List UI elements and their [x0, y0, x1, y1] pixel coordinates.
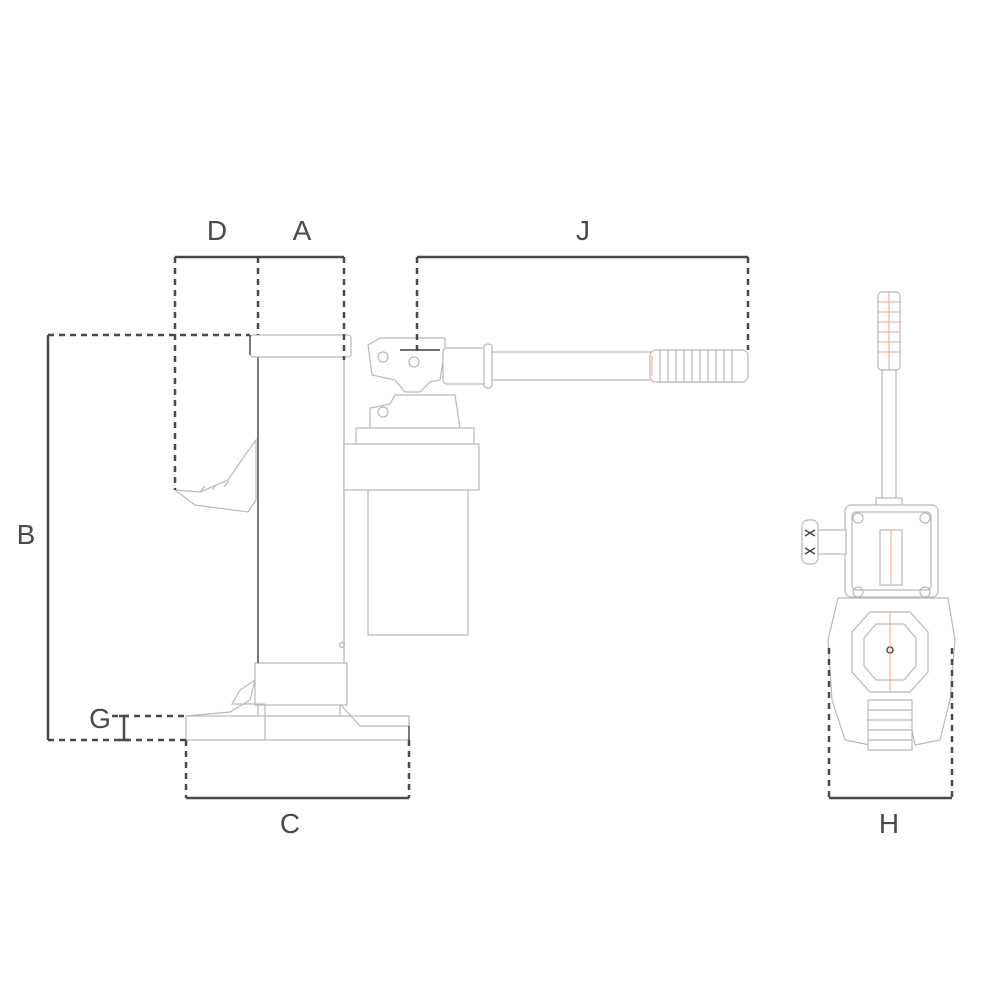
label-G: G	[89, 703, 111, 734]
handle-grip	[649, 349, 749, 383]
grip-ribs	[659, 350, 733, 382]
release-knob	[801, 519, 819, 565]
top-cap	[249, 334, 352, 358]
dimension-B: B	[17, 333, 251, 742]
label-J: J	[576, 215, 590, 246]
base-plate	[185, 715, 410, 741]
label-D: D	[207, 215, 227, 246]
label-B: B	[17, 519, 36, 550]
pump-top	[355, 427, 475, 445]
pump-collar	[343, 443, 480, 491]
front-bolt-bl	[852, 586, 864, 598]
handle-mount	[367, 337, 446, 393]
dimension-A: A	[258, 215, 346, 360]
pump-bolt-lower	[377, 406, 389, 418]
label-A: A	[293, 215, 312, 246]
dimension-C: C	[184, 740, 411, 839]
dimension-H: H	[827, 648, 954, 839]
front-bolt-tl	[852, 512, 864, 524]
label-C: C	[280, 808, 300, 839]
base-step	[264, 703, 341, 717]
handle-lever	[491, 351, 653, 381]
front-ram	[867, 699, 913, 751]
front-pump-inner	[851, 511, 932, 591]
lower-housing	[254, 662, 348, 706]
front-bolt-tr	[919, 512, 931, 524]
front-handle-lever	[881, 369, 897, 501]
front-bolt-br	[919, 586, 931, 598]
toe-foot	[185, 662, 259, 717]
toe-claw	[174, 438, 257, 513]
front-octagon-inner	[863, 623, 917, 681]
mount-bolt-left	[377, 351, 389, 363]
dimension-J: J	[415, 215, 750, 355]
socket-flange	[483, 343, 493, 389]
base-rib	[339, 703, 410, 727]
housing-chamfer	[230, 679, 265, 705]
front-ram-lines	[868, 709, 912, 741]
handle-socket	[442, 347, 489, 385]
dimension-D: D	[173, 215, 260, 490]
claw-teeth	[199, 480, 230, 493]
mount-bolt-right	[408, 356, 420, 368]
knob-marks	[804, 529, 816, 555]
pump-cylinder	[367, 489, 469, 636]
main-column	[257, 354, 345, 664]
column-pin	[338, 641, 346, 649]
front-grip-ribs	[878, 292, 900, 370]
dimension-G: G	[89, 703, 186, 742]
front-view	[801, 291, 956, 751]
pump-head	[369, 394, 461, 429]
side-view	[174, 334, 749, 746]
label-H: H	[879, 808, 899, 839]
release-stem	[817, 529, 847, 555]
